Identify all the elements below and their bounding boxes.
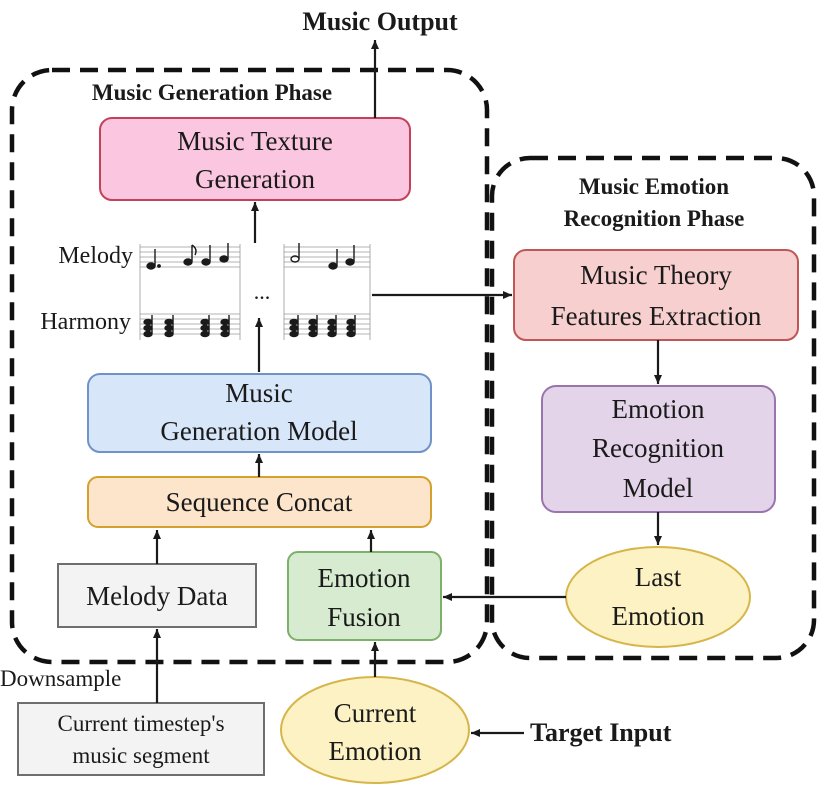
gen-model-line1: Music	[225, 378, 293, 408]
melody-label: Melody	[58, 243, 133, 269]
recognition-line2: Recognition	[592, 433, 724, 463]
emotion-phase-label-line1: Music Emotion	[579, 174, 729, 199]
emotion-phase-label-line2: Recognition Phase	[564, 206, 745, 231]
fusion-line2: Fusion	[327, 602, 401, 632]
melody-data-label: Melody Data	[86, 581, 228, 611]
theory-line2: Features Extraction	[551, 301, 762, 331]
segment-line2: music segment	[72, 743, 210, 768]
downsample-label: Downsample	[0, 666, 121, 691]
music-output-label: Music Output	[302, 7, 458, 36]
theory-extraction-node: Music Theory Features Extraction	[513, 249, 799, 341]
concat-label: Sequence Concat	[166, 487, 353, 517]
fusion-line1: Emotion	[318, 563, 411, 593]
current-emotion-node: Current Emotion	[280, 676, 470, 784]
texture-line1: Music Texture	[177, 126, 333, 156]
texture-generation-node: Music Texture Generation	[99, 117, 411, 201]
left-melody-notes	[146, 243, 229, 270]
emotion-phase-container	[489, 155, 817, 661]
right-harmony-notes	[289, 315, 356, 338]
recognition-line1: Emotion	[612, 394, 705, 424]
generation-phase-label-bg	[60, 74, 365, 108]
melody-data-node: Melody Data	[57, 563, 257, 628]
texture-line2: Generation	[195, 164, 315, 194]
left-score	[139, 244, 241, 340]
generation-phase-container	[9, 67, 490, 665]
last-emotion-line2: Emotion	[612, 601, 705, 631]
segment-line1: Current timestep's	[57, 711, 224, 736]
gen-model-line2: Generation Model	[160, 416, 357, 446]
left-harmony-notes	[143, 315, 230, 338]
recognition-line3: Model	[623, 473, 694, 503]
emotion-fusion-node: Emotion Fusion	[287, 551, 442, 641]
right-melody-notes	[290, 243, 355, 270]
ellipsis-label: ...	[254, 279, 271, 304]
last-emotion-node: Last Emotion	[565, 546, 751, 648]
harmony-label: Harmony	[40, 309, 131, 335]
recognition-model-node: Emotion Recognition Model	[541, 385, 776, 513]
sequence-concat-node: Sequence Concat	[87, 476, 432, 528]
target-input-label: Target Input	[530, 718, 672, 747]
music-segment-node: Current timestep's music segment	[17, 702, 265, 776]
theory-line1: Music Theory	[580, 260, 732, 290]
current-emotion-line1: Current	[334, 698, 417, 728]
generation-phase-label: Music Generation Phase	[92, 80, 332, 105]
current-emotion-line2: Emotion	[329, 736, 422, 766]
last-emotion-line1: Last	[635, 562, 682, 592]
generation-model-node: Music Generation Model	[87, 373, 432, 453]
